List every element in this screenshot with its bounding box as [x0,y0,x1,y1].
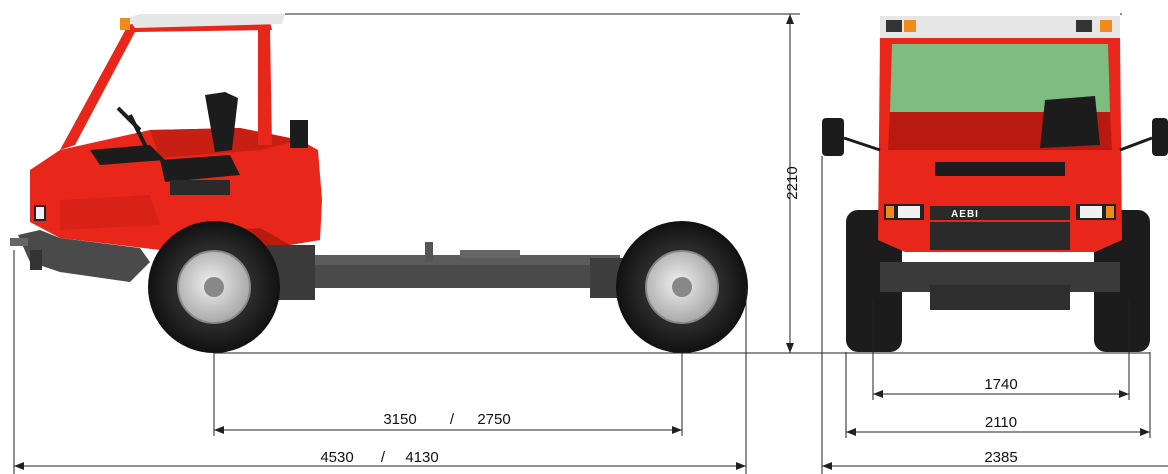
front-view-left-mirror [822,118,844,156]
track-value: 1740 [984,376,1017,393]
seat [160,92,240,195]
height-dimension: 2210 [784,14,801,353]
height-value: 2210 [784,166,801,199]
wheelbase-long-value: 3150 [383,411,416,428]
side-view [10,14,748,353]
length-dimension: 4530 / 4130 [13,250,747,474]
cab-frame [60,14,285,150]
track-dimension: 1740 [872,300,1130,400]
length-long-value: 4530 [320,449,353,466]
front-view-left-tire [846,210,902,352]
length-separator: / [381,449,386,466]
tire-width-value: 2110 [985,414,1017,431]
front-view-seat [1040,96,1100,148]
front-view: AEBI [822,16,1168,352]
steering-wheel [90,106,165,165]
mirror-width-value: 2385 [984,449,1017,466]
tire-width-dimension: 2110 [845,352,1151,438]
wheelbase-dimension: 3150 / 2750 [213,353,683,436]
mirror-width-dimension: 2385 [821,156,1168,474]
wheelbase-short-value: 2750 [477,411,510,428]
front-hitch [10,230,150,282]
side-mirror [290,120,308,148]
front-view-right-mirror [1152,118,1168,156]
front-wheel [148,221,280,353]
rear-wheel [616,221,748,353]
brand-badge: AEBI [951,209,979,220]
wheelbase-separator: / [450,411,455,428]
chassis-frame [260,242,640,300]
front-view-roof [880,16,1120,38]
length-short-value: 4130 [405,449,438,466]
dimension-lines: 2210 3150 / 2750 4530 / 4130 [13,13,1168,474]
front-view-windshield [890,44,1110,112]
front-view-badge-strip [930,206,1070,220]
